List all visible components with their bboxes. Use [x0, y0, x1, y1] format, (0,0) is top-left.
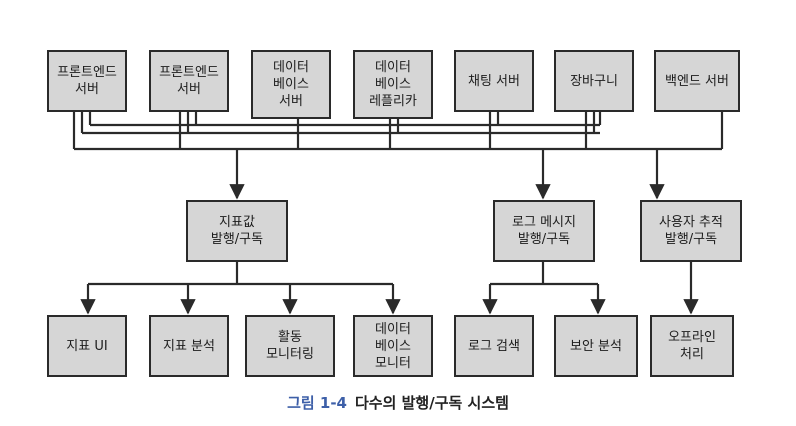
pubsub-metrics: 지표값 발행/구독	[186, 200, 288, 262]
consumer-database-monitor: 데이터 베이스 모니터	[353, 315, 433, 377]
figure-caption: 그림 1-4 다수의 발행/구독 시스템	[0, 392, 796, 413]
producer-database-replica: 데이터 베이스 레플리카	[353, 50, 433, 119]
pubsub-log-messages: 로그 메시지 발행/구독	[493, 200, 595, 262]
producer-chat-server: 채팅 서버	[454, 50, 534, 112]
figure-number: 그림 1-4	[287, 394, 347, 412]
consumer-metrics-ui: 지표 UI	[47, 315, 127, 377]
consumer-log-search: 로그 검색	[454, 315, 534, 377]
consumer-offline-processing: 오프라인 처리	[650, 315, 734, 377]
producer-frontend-server-1: 프론트엔드 서버	[47, 50, 127, 112]
producer-backend-server: 백엔드 서버	[654, 50, 740, 112]
producer-cart: 장바구니	[554, 50, 634, 112]
consumer-security-analysis: 보안 분석	[554, 315, 638, 377]
producer-database-server: 데이터 베이스 서버	[251, 50, 331, 119]
figure-title: 다수의 발행/구독 시스템	[355, 394, 509, 412]
consumer-activity-monitoring: 활동 모니터링	[245, 315, 335, 377]
consumer-metrics-analysis: 지표 분석	[149, 315, 229, 377]
pubsub-user-tracking: 사용자 추적 발행/구독	[640, 200, 742, 262]
producer-frontend-server-2: 프론트엔드 서버	[149, 50, 229, 112]
